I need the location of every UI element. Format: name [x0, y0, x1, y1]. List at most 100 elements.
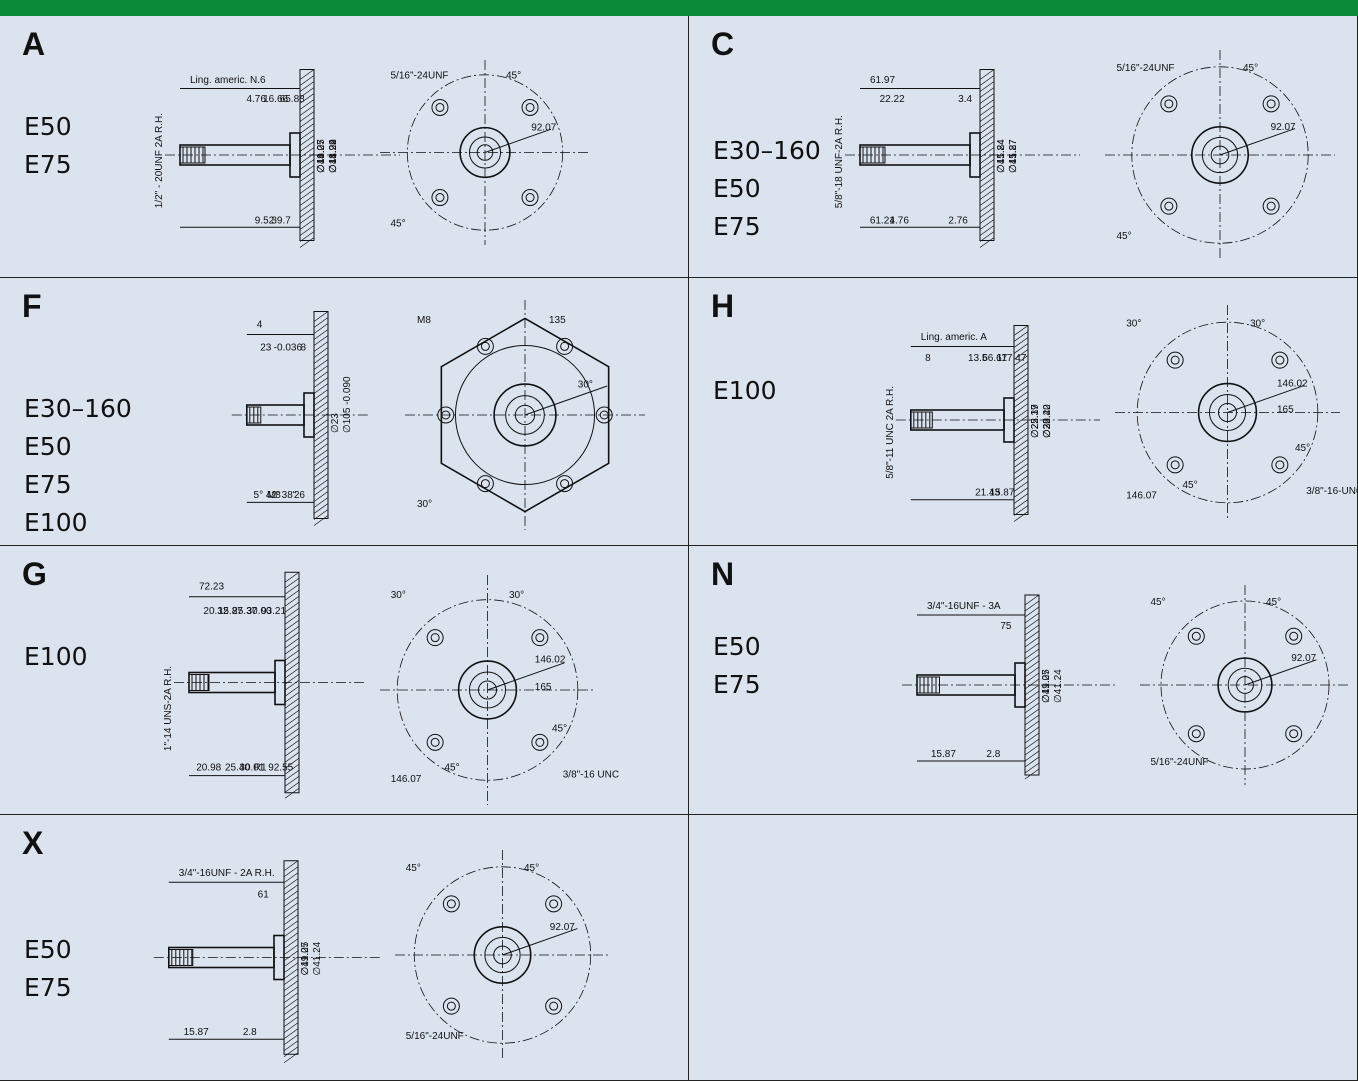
- dimension-label: 15.87: [989, 488, 1014, 499]
- dimension-label: 135: [549, 315, 566, 326]
- bolt-hole: [1187, 725, 1205, 743]
- variant-letter: H: [711, 288, 735, 324]
- bolt-hole: [426, 629, 444, 647]
- dimension-label: 45°: [1117, 231, 1132, 242]
- cell-empty: [689, 815, 1358, 1081]
- model-name: E100: [24, 508, 88, 537]
- dimension-label: 92.07: [1291, 653, 1316, 664]
- dimension-label: 45°: [1183, 480, 1198, 491]
- model-name: E75: [713, 670, 761, 699]
- dimension-label: 30°: [417, 499, 432, 510]
- dimension-label: 3/8"-16-UNC: [1306, 486, 1358, 497]
- dimension-label: 1/2" - 20UNF 2A R.H.: [154, 113, 165, 208]
- dimension-label: ∅14.27: [316, 139, 327, 173]
- dimension-label: 92.07: [1271, 122, 1296, 133]
- dimension-label: ∅15.87: [1008, 139, 1019, 173]
- model-name: E50: [24, 112, 72, 141]
- dimension-label: 20.98: [196, 763, 221, 774]
- dimension-label: 45°: [506, 71, 521, 82]
- model-name: E75: [24, 150, 72, 179]
- dimension-label: 165: [1277, 405, 1294, 416]
- dimension-label: 23: [260, 343, 272, 354]
- dimension-label: 20.32: [203, 606, 228, 617]
- dimension-label: 5/16"-24UNF: [1117, 63, 1175, 74]
- dimension-label: ∅41.27: [1008, 139, 1019, 173]
- dimension-label: 25.37: [232, 606, 257, 617]
- dimension-label: M8: [417, 315, 431, 326]
- dimension-label: 25.40: [225, 763, 250, 774]
- shaft-side-view: Ling. americ. N.61/2" - 20UNF 2A R.H.∅14…: [154, 69, 400, 248]
- bolt-hole: [1285, 725, 1303, 743]
- bolt-hole: [521, 98, 539, 116]
- dimension-label: ∅41.27: [300, 941, 311, 975]
- dimension-label: 30.01: [239, 763, 264, 774]
- dimension-label: 5/8"-11 UNC 2A R.H.: [885, 386, 896, 479]
- dimension-label: M8: [267, 490, 281, 501]
- shaft-side-view: 3/4"-16UNF - 2A R.H.15.87∅19.05∅41.24∅41…: [153, 860, 380, 1064]
- dimension-label: 22.22: [880, 94, 905, 105]
- bolt-hole: [442, 895, 460, 913]
- dimension-label: 92.07: [550, 922, 575, 933]
- model-name: E50: [24, 935, 72, 964]
- dimension-label: 3/8"-16 UNC: [563, 769, 619, 780]
- bolt-hole: [437, 406, 455, 424]
- shaft-side-view: Ling. americ. A5/8"-11 UNC 2A R.H.8∅22.2…: [885, 325, 1100, 522]
- dimension-label: 30°: [578, 379, 593, 390]
- model-name: E30–160: [24, 394, 132, 423]
- dimension-label: ∅30: [1042, 418, 1053, 438]
- dimension-label: 93.21: [261, 606, 286, 617]
- dimension-label: 1"-14 UNS-2A R.H.: [163, 666, 174, 751]
- dimension-label: ∅23: [330, 413, 341, 433]
- dimension-label: 146.02: [1277, 379, 1308, 390]
- bolt-hole: [1166, 351, 1184, 369]
- bolt-hole: [476, 475, 494, 493]
- model-name: E100: [713, 376, 777, 405]
- variant-letter: N: [711, 556, 735, 592]
- model-name: E100: [24, 642, 88, 671]
- model-name: E50: [713, 632, 761, 661]
- flange-front-view: M8 135 30° 30°: [405, 300, 645, 530]
- dimension-label: -0.036: [274, 343, 303, 354]
- dimension-label: 5/16"-24UNF: [391, 71, 449, 82]
- dimension-label: 75: [1000, 621, 1012, 632]
- dimension-label: 5/16"-24UNF: [1151, 757, 1209, 768]
- bolt-hole: [545, 895, 563, 913]
- variant-letter: F: [22, 288, 42, 324]
- dimension-label: 16.66: [263, 94, 288, 105]
- model-name: E75: [24, 973, 72, 1002]
- dimension-label: 30.00: [247, 606, 272, 617]
- dimension-label: ∅41.27: [316, 139, 327, 173]
- dimension-label: 30°: [391, 590, 406, 601]
- bolt-hole: [531, 733, 549, 751]
- dimension-label: ∅14.22: [328, 139, 339, 173]
- dimension-label: ∅18.99: [328, 139, 339, 173]
- dimension-label: 66.67: [982, 353, 1007, 364]
- bolt-hole: [1166, 456, 1184, 474]
- variant-letter: X: [22, 825, 44, 861]
- cell-h: H E100: [689, 278, 1358, 546]
- bolt-hole: [1271, 456, 1289, 474]
- bolt-hole: [431, 189, 449, 207]
- model-list: E100: [713, 372, 777, 410]
- dimension-label: 39.7: [271, 215, 291, 226]
- dimension-label: 15.87: [218, 606, 243, 617]
- dimension-label: 61.97: [870, 75, 895, 86]
- dimension-label: ∅105 -0.090: [342, 376, 353, 433]
- dimension-label: 26: [294, 490, 306, 501]
- dimension-label: ∅41.24: [996, 139, 1007, 173]
- dimension-label: 45°: [1266, 597, 1281, 608]
- dimension-label: 9.52: [255, 215, 275, 226]
- dimension-label: 165: [535, 682, 552, 693]
- dimension-label: ∅41.24: [312, 941, 323, 975]
- dimension-label: ∅19.05: [316, 139, 327, 173]
- shaft-side-view: 3/4"-16UNF - 3A15.87∅19.05∅41.24∅41.272.…: [902, 594, 1115, 780]
- dimension-label: 15.87: [931, 749, 956, 760]
- dimension-label: 8: [925, 353, 931, 364]
